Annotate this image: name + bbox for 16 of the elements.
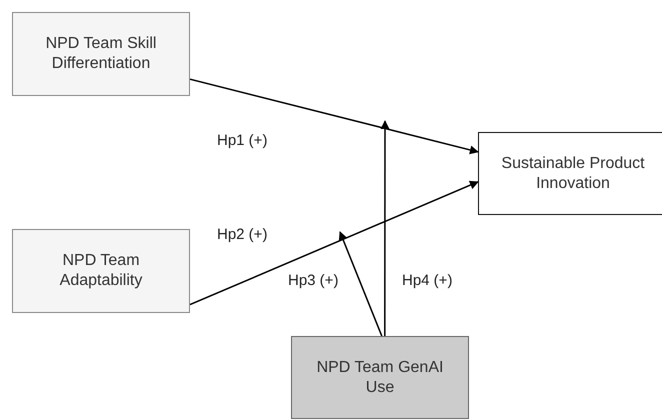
edge-label: Hp2 (+) [215, 226, 270, 243]
box-text: Sustainable Product Innovation [500, 154, 646, 194]
edge-label: Hp3 (+) [286, 272, 340, 289]
box-text: NPD Team Skill Differentiation [44, 34, 158, 74]
box-text: NPD Team Adaptability [58, 251, 144, 291]
concept-box [478, 132, 662, 215]
edge-label: Hp1 (+) [215, 132, 270, 149]
arrow [190, 180, 479, 306]
arrow [338, 231, 382, 336]
edge-label: Hp4 (+) [400, 272, 454, 289]
arrow [190, 78, 479, 154]
concept-box [12, 229, 190, 313]
arrow [380, 120, 390, 336]
concept-box [291, 336, 469, 419]
box-text: NPD Team GenAI Use [316, 358, 444, 398]
concept-box [12, 12, 190, 96]
